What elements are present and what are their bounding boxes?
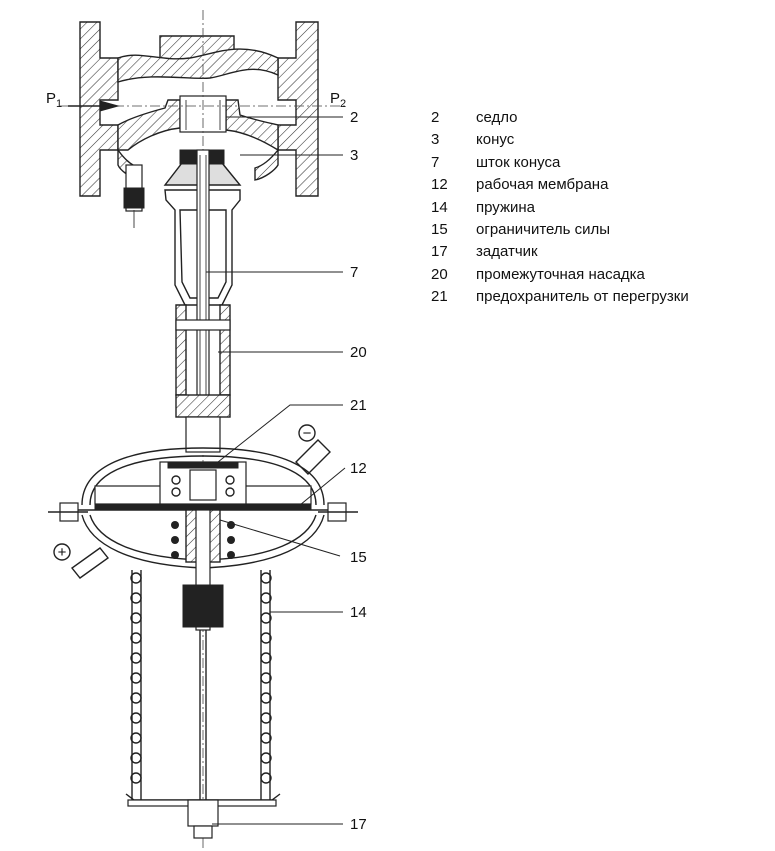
legend-text: пружина — [476, 198, 536, 216]
plus-sign-marker: + — [53, 543, 71, 561]
legend-text: седло — [476, 109, 518, 126]
callout-number: 17 — [350, 816, 367, 833]
spring-coil — [130, 752, 142, 764]
svg-text:P1: P1 — [46, 90, 62, 110]
svg-text:−: − — [303, 425, 312, 442]
spring-coil — [130, 672, 142, 684]
callout-number: 3 — [350, 147, 358, 164]
legend-row: 15 ограничитель силы — [431, 219, 689, 241]
svg-text:+: + — [58, 544, 67, 561]
callout-leaders — [206, 116, 346, 825]
pressure-p1-label: P1 — [46, 90, 62, 110]
minus-sign-marker: − — [298, 424, 316, 442]
legend-number: 14 — [431, 198, 448, 216]
legend-text: ограничитель силы — [476, 221, 611, 239]
legend-text: задатчик — [476, 243, 538, 261]
legend-number: 2 — [431, 109, 440, 126]
spring-coil — [260, 612, 272, 624]
spring-coil — [130, 692, 142, 704]
spring-coil — [130, 652, 142, 664]
legend-text: предохранитель от перегрузки — [476, 288, 689, 306]
callout-number: 7 — [350, 264, 358, 281]
set-point-adjuster — [125, 630, 281, 839]
legend-row: 20 промежуточная насадка — [431, 264, 689, 286]
spring-coil — [260, 572, 272, 584]
spring-coil — [260, 712, 272, 724]
callout-labels: 2 3 7 20 21 12 15 14 17 — [350, 109, 367, 833]
spring-coil — [260, 692, 272, 704]
legend-row: 7 шток конуса — [431, 152, 689, 174]
spring-coil — [130, 632, 142, 644]
legend-text: конус — [476, 131, 515, 149]
callout-number: 20 — [350, 344, 367, 361]
spring-coil — [260, 592, 272, 604]
spring — [130, 570, 272, 800]
legend-number: 21 — [431, 288, 448, 306]
pressure-p2-label: P2 — [330, 90, 346, 110]
diaphragm-housing — [48, 439, 358, 579]
spring-coil — [260, 752, 272, 764]
legend-number: 12 — [431, 176, 448, 194]
spring-coil — [130, 712, 142, 724]
spring-coil — [130, 612, 142, 624]
spring-coil — [260, 732, 272, 744]
svg-text:P2: P2 — [330, 90, 346, 110]
spring-coil — [260, 632, 272, 644]
legend-text: шток конуса — [476, 153, 561, 171]
legend-text: рабочая мембрана — [476, 176, 609, 194]
spring-coil — [130, 772, 142, 784]
spring-coil — [130, 732, 142, 744]
legend-row: 2 седло — [431, 107, 689, 129]
spring-coil — [260, 652, 272, 664]
callout-number: 2 — [350, 109, 358, 126]
callout-number: 15 — [350, 549, 367, 566]
intermediate-attachment — [175, 304, 231, 453]
callout-number: 12 — [350, 460, 367, 477]
legend-row: 21 предохранитель от перегрузки — [431, 286, 689, 308]
legend-row: 17 задатчик — [431, 241, 689, 263]
legend-row: 12 рабочая мембрана — [431, 174, 689, 196]
legend-number: 17 — [431, 243, 448, 261]
force-limiter — [171, 509, 235, 631]
spring-coil — [130, 592, 142, 604]
parts-legend: 2 седло 3 конус 7 шток конуса 12 рабочая мем… — [431, 107, 689, 309]
spring-coil — [130, 572, 142, 584]
callout-number: 21 — [350, 397, 367, 414]
legend-number: 15 — [431, 221, 448, 239]
legend-row: 14 пружина — [431, 197, 689, 219]
legend-number: 7 — [431, 153, 440, 171]
spring-coil — [260, 772, 272, 784]
legend-row: 3 конус — [431, 129, 689, 151]
spring-coil — [260, 672, 272, 684]
legend-number: 3 — [431, 131, 440, 149]
legend-text: промежуточная насадка — [476, 265, 645, 283]
legend-number: 20 — [431, 265, 448, 283]
callout-number: 14 — [350, 604, 367, 621]
